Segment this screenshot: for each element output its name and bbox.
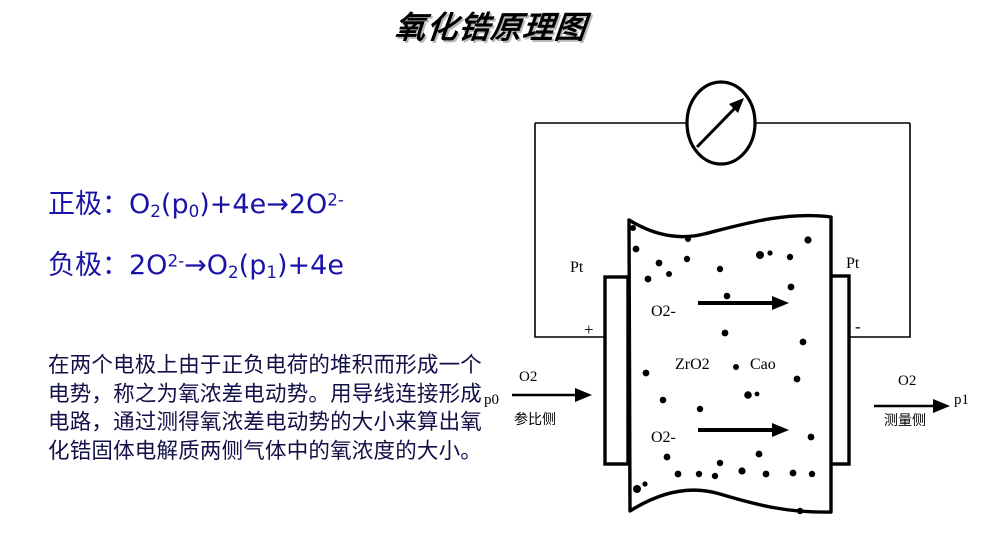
equation-positive-part-5: 2- [327,189,344,210]
ion-arrow-bottom-head [772,423,789,437]
right-gas-arrow-head [933,399,950,413]
wire-left-branch [534,123,606,338]
left-polarity-label: + [584,320,594,339]
galvanometer-needle [695,104,739,149]
equation-negative-part-1: 2- [167,250,185,271]
equation-negative-part-3: 2 [228,262,239,283]
left-gas-label: O2 [519,369,537,385]
left-pressure-label: p0 [484,392,499,408]
right-pressure-label: p1 [954,392,969,408]
dopant-specks [630,225,816,515]
equation-negative-part-5: 1 [266,262,277,283]
right-polarity-label: - [855,317,861,336]
left-gas-arrow-head [575,388,592,402]
electrolyte-block [627,213,833,514]
equation-negative-part-2: →O [184,250,228,281]
left-gas-arrow [512,388,592,402]
right-side-label: 测量侧 [884,413,926,429]
equation-positive-part-2: (p [160,189,189,220]
equation-negative-part-0: 负极：2O [48,250,168,281]
circuit-wiring [534,122,911,338]
description-paragraph: 在两个电极上由于正负电荷的堆积而形成一个电势，称之为氧浓差电动势。用导线连接形成… [48,353,483,464]
ion-arrow-top-head [772,296,789,310]
right-gas-label: O2 [898,373,916,389]
equation-positive-part-4: )+4e→2O [199,189,328,220]
galvanometer-needle-head [729,98,744,113]
equation-positive-part-3: 0 [188,201,200,222]
left-electrode-label: Pt [570,259,584,276]
ion-label-bottom: O2- [651,429,676,446]
equation-positive-part-1: 2 [150,201,161,222]
material-label-cao: Cao [750,356,776,373]
ion-label-top: O2- [651,303,676,320]
equation-positive-electrode: 正极：O2(p0)+4e→2O2- [48,182,344,221]
wire-right-branch [849,123,911,338]
left-side-label: 参比侧 [514,411,556,428]
left-electrode-plate [603,275,630,466]
equation-negative-part-4: (p [238,250,267,281]
ion-flow-arrows [698,296,789,437]
right-electrode-label: Pt [846,255,860,272]
right-gas-arrow [874,399,950,413]
galvanometer-icon [685,80,757,166]
equation-negative-part-6: )+4e [277,250,344,281]
material-label-zro2: ZrO2 [675,356,710,373]
equation-positive-part-0: 正极：O [48,189,151,220]
equation-negative-electrode: 负极：2O2-→O2(p1)+4e [48,243,344,282]
